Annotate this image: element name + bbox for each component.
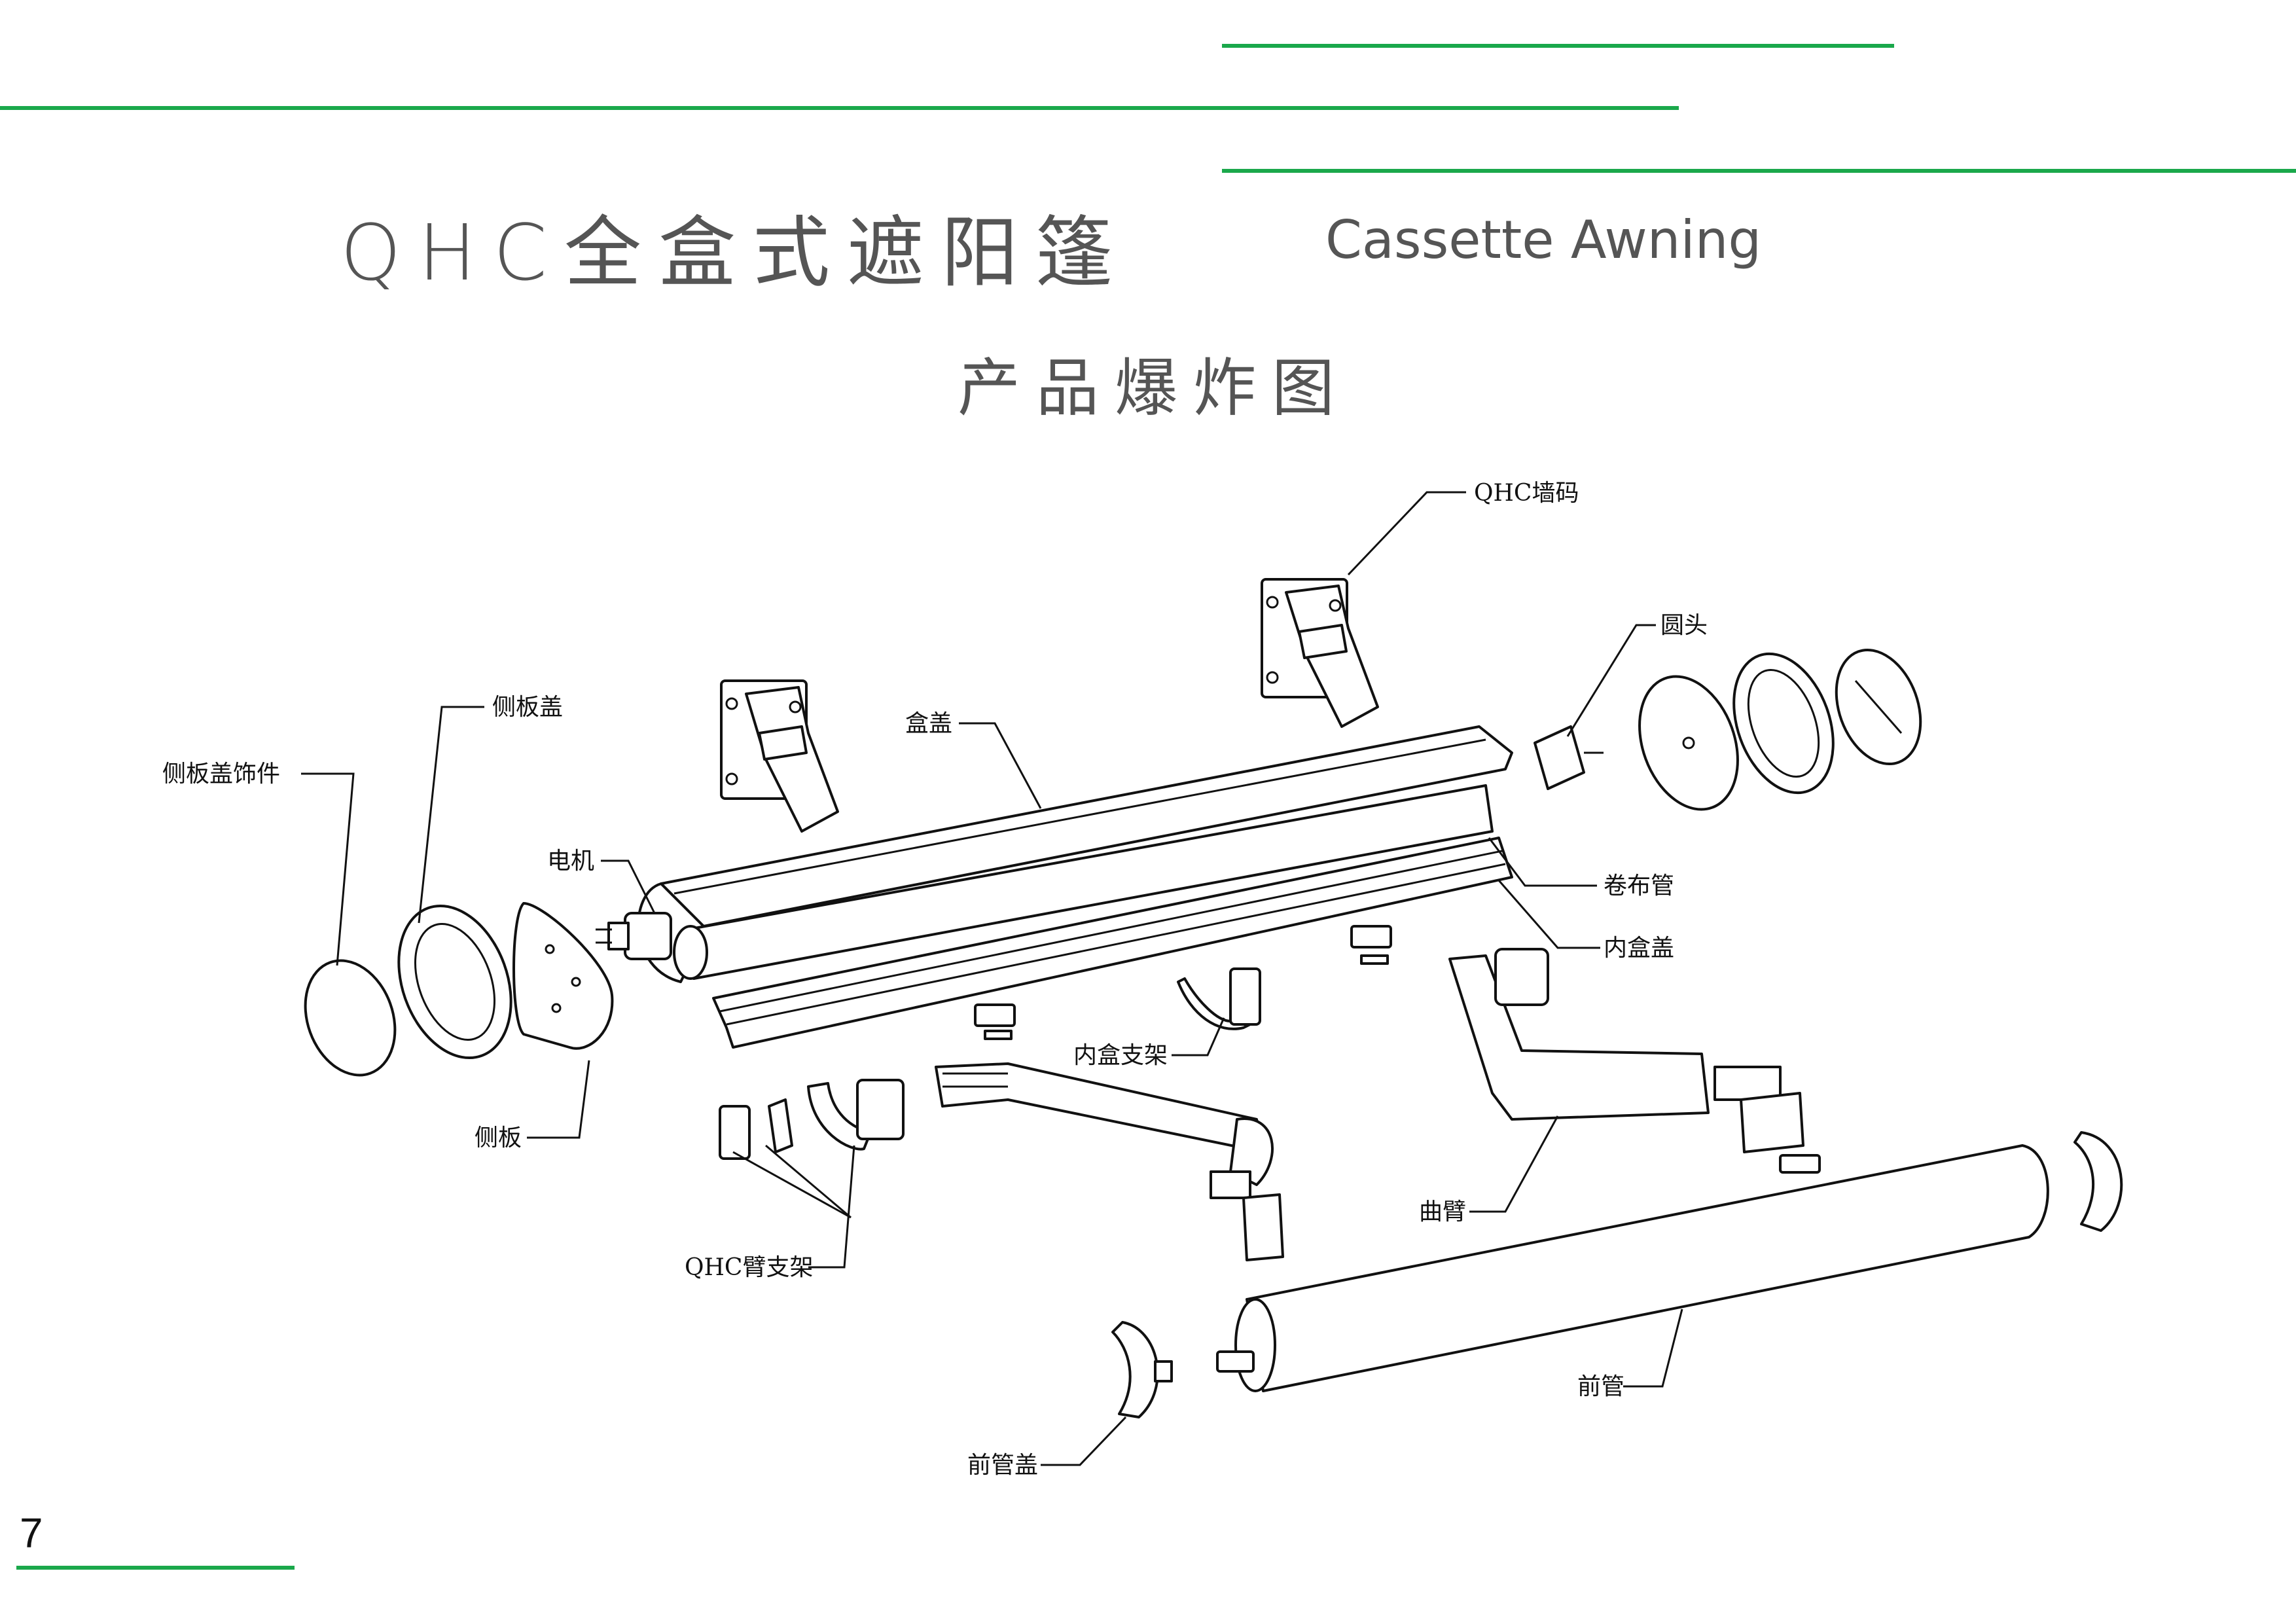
right-side-plate-cover xyxy=(1732,652,1835,795)
label-front-tube-cap: 前管盖 xyxy=(967,1452,1038,1479)
right-side-plate-cover-trim xyxy=(1835,648,1922,766)
label-side-plate: 侧板 xyxy=(475,1125,522,1151)
label-qhc-arm-bracket: QHC臂支架 xyxy=(685,1254,813,1281)
page-title-english: Cassette Awning xyxy=(1325,209,1762,270)
round-head xyxy=(1534,725,1604,790)
label-inner-box-bracket: 内盒支架 xyxy=(1073,1042,1168,1069)
label-box-cover: 盒盖 xyxy=(905,710,952,737)
inner-box-clip-left xyxy=(974,1003,1016,1040)
side-plate-cover xyxy=(397,904,512,1060)
inner-box-bracket xyxy=(1177,967,1261,1030)
label-curved-arm: 曲臂 xyxy=(1419,1199,1466,1225)
right-side-plate xyxy=(1638,675,1739,811)
top-rule-right-upper xyxy=(1222,44,1894,48)
arm-bracket xyxy=(719,1079,905,1160)
motor xyxy=(596,912,672,960)
label-round-head: 圆头 xyxy=(1660,612,1708,639)
wall-bracket-left xyxy=(720,679,839,833)
side-plate-cover-trim xyxy=(304,959,397,1077)
roller-tube xyxy=(673,784,1494,980)
inner-box-clip-right xyxy=(1350,925,1392,965)
curved-arm xyxy=(1448,948,1821,1174)
front-tube xyxy=(1234,1144,2049,1392)
top-rule-left xyxy=(0,106,1679,110)
wall-bracket-right xyxy=(1261,578,1379,728)
front-tube-cap-right xyxy=(2073,1131,2123,1232)
front-tube-cap-left xyxy=(1111,1321,1173,1418)
folding-arm-left xyxy=(935,1062,1284,1261)
label-side-plate-cover: 侧板盖 xyxy=(492,694,563,721)
label-inner-box-cover: 内盒盖 xyxy=(1604,935,1674,962)
page-number: 7 xyxy=(20,1509,43,1557)
label-roller-tube: 卷布管 xyxy=(1604,873,1674,899)
front-tube-clip xyxy=(1216,1350,1255,1373)
label-qhc-wall-bracket: QHC墙码 xyxy=(1474,480,1579,507)
label-side-plate-cover-trim: 侧板盖饰件 xyxy=(162,761,280,787)
side-plate xyxy=(512,902,614,1050)
page-number-rule xyxy=(16,1566,295,1570)
diagram-subtitle: 产品爆炸图 xyxy=(958,352,1350,425)
leader-lines xyxy=(301,491,1683,1466)
label-motor: 电机 xyxy=(547,848,594,875)
page-title-chinese: QHC全盒式遮阳篷 xyxy=(340,208,1130,298)
top-rule-right-lower xyxy=(1222,169,2296,173)
label-front-tube: 前管 xyxy=(1577,1373,1624,1400)
inner-box-cover xyxy=(712,837,1513,1049)
